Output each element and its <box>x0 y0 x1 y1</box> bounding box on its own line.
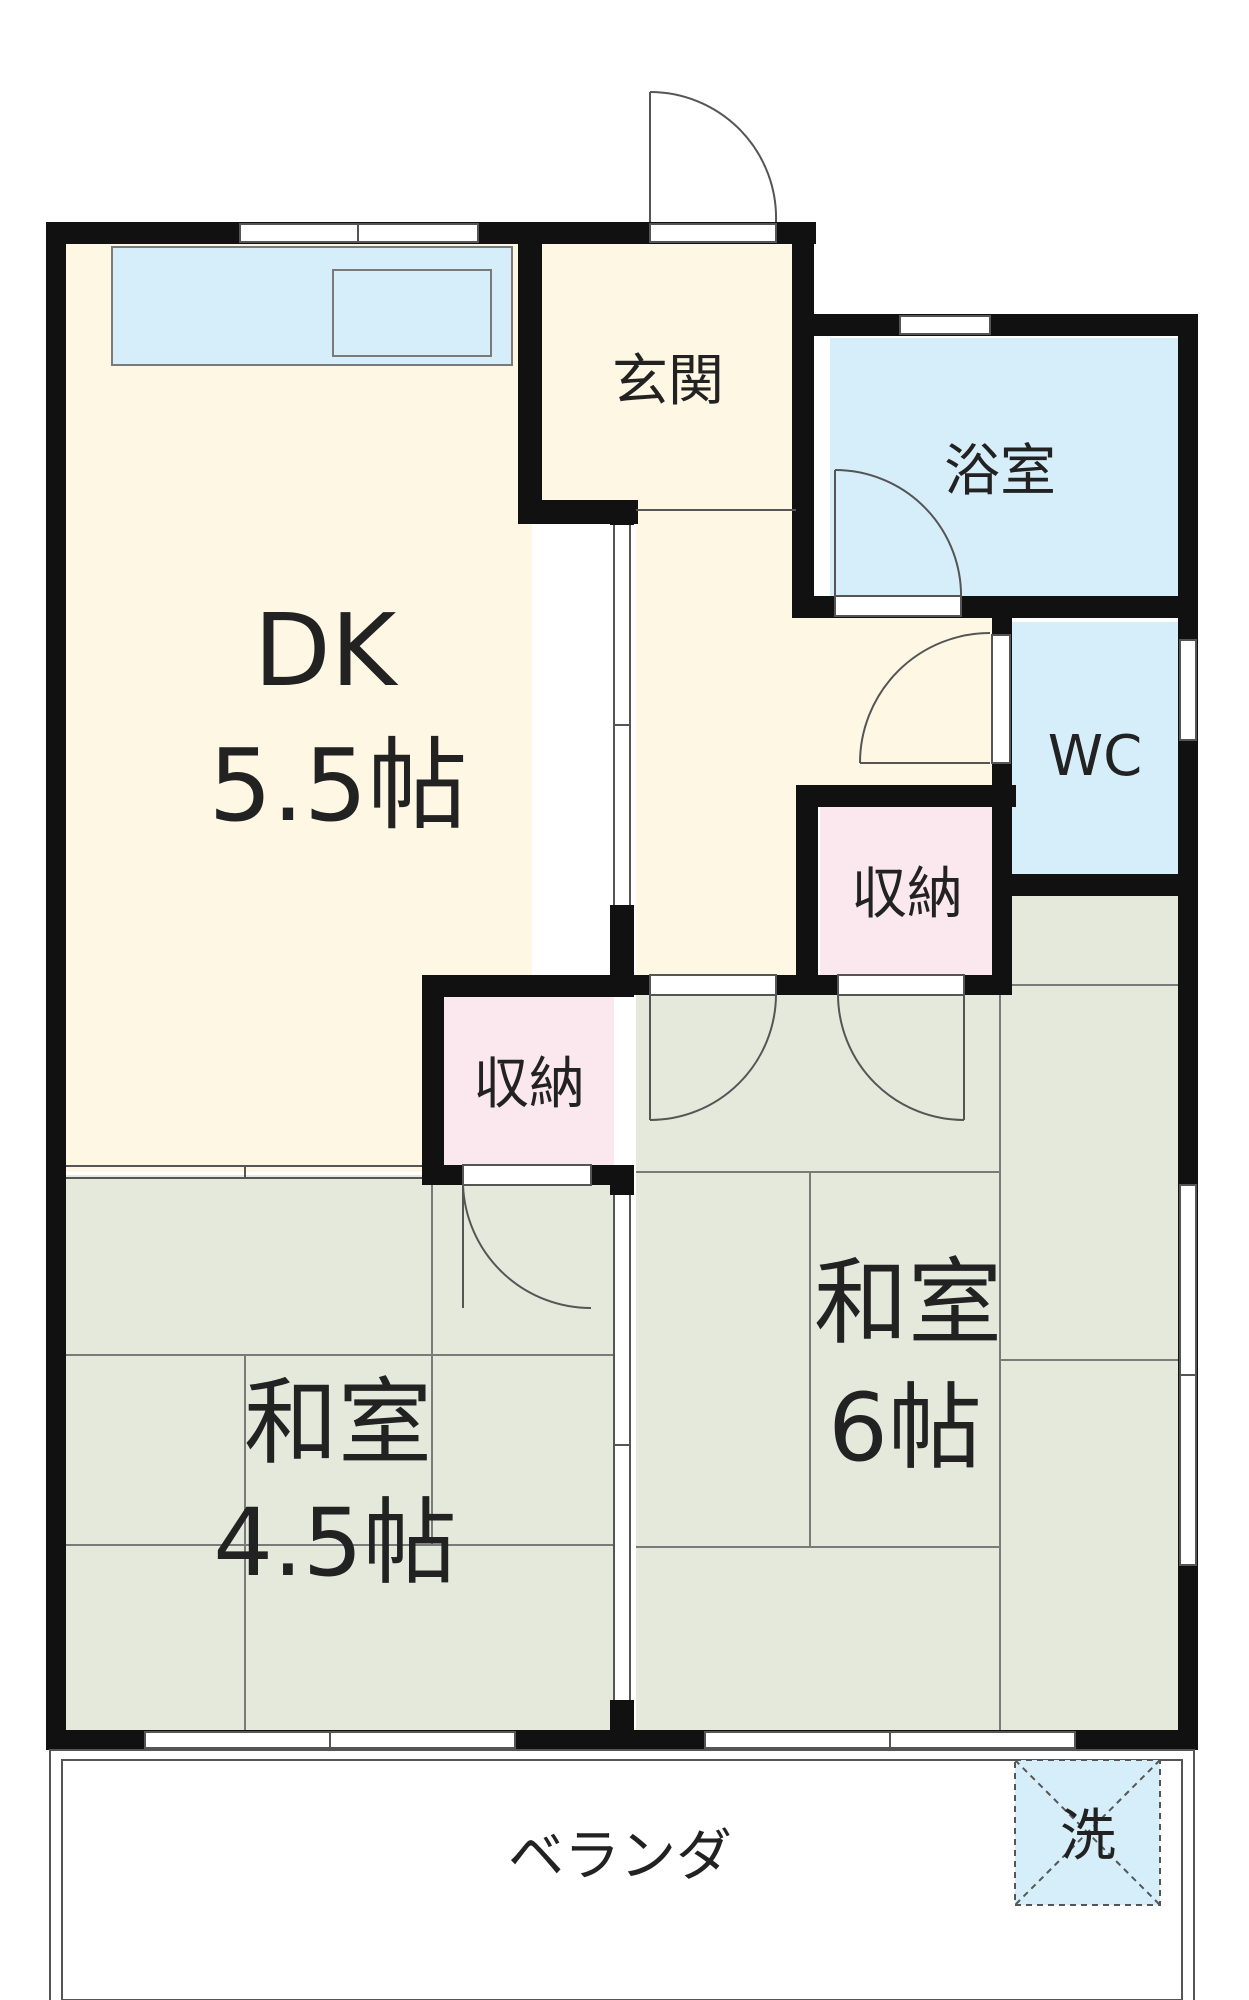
washitsu-left-name: 和室 <box>244 1369 432 1478</box>
storage-lower-name: 収納 <box>473 1052 585 1117</box>
veranda <box>49 1749 1195 2000</box>
washer-pan-icon <box>1014 1759 1161 1906</box>
washitsu-right-size: 6帖 <box>828 1374 982 1483</box>
entrance-floor <box>540 242 810 507</box>
storage-upper-name: 収納 <box>851 862 963 927</box>
washitsu-left-size: 4.5帖 <box>213 1489 457 1598</box>
bath-name: 浴室 <box>944 439 1056 504</box>
storage-lower-floor <box>444 997 614 1167</box>
sink-icon <box>332 269 492 357</box>
wc-name: WC <box>1048 724 1142 789</box>
washitsu-left-floor <box>62 1175 614 1735</box>
washitsu-right-floor-ext <box>1012 890 1182 990</box>
washitsu-right-name: 和室 <box>814 1249 1002 1358</box>
kitchen-counter-icon <box>111 246 513 366</box>
dk-size: 5.5帖 <box>208 727 467 844</box>
partitions <box>66 509 796 1700</box>
labels: DK 5.5帖 玄関 浴室 WC 収納 収納 和室 4.5帖 和室 6帖 ベラン… <box>208 349 1142 1889</box>
storage-upper-floor <box>820 805 996 977</box>
wc-floor <box>1012 622 1182 874</box>
dk-name: DK <box>254 592 399 709</box>
door-swing-icon <box>462 91 1011 1309</box>
window-icon <box>144 223 1197 1749</box>
washer-name: 洗 <box>1060 1804 1116 1869</box>
entrance-name: 玄関 <box>612 349 724 414</box>
bath-floor <box>830 338 1182 596</box>
veranda-name: ベランダ <box>508 1824 732 1889</box>
